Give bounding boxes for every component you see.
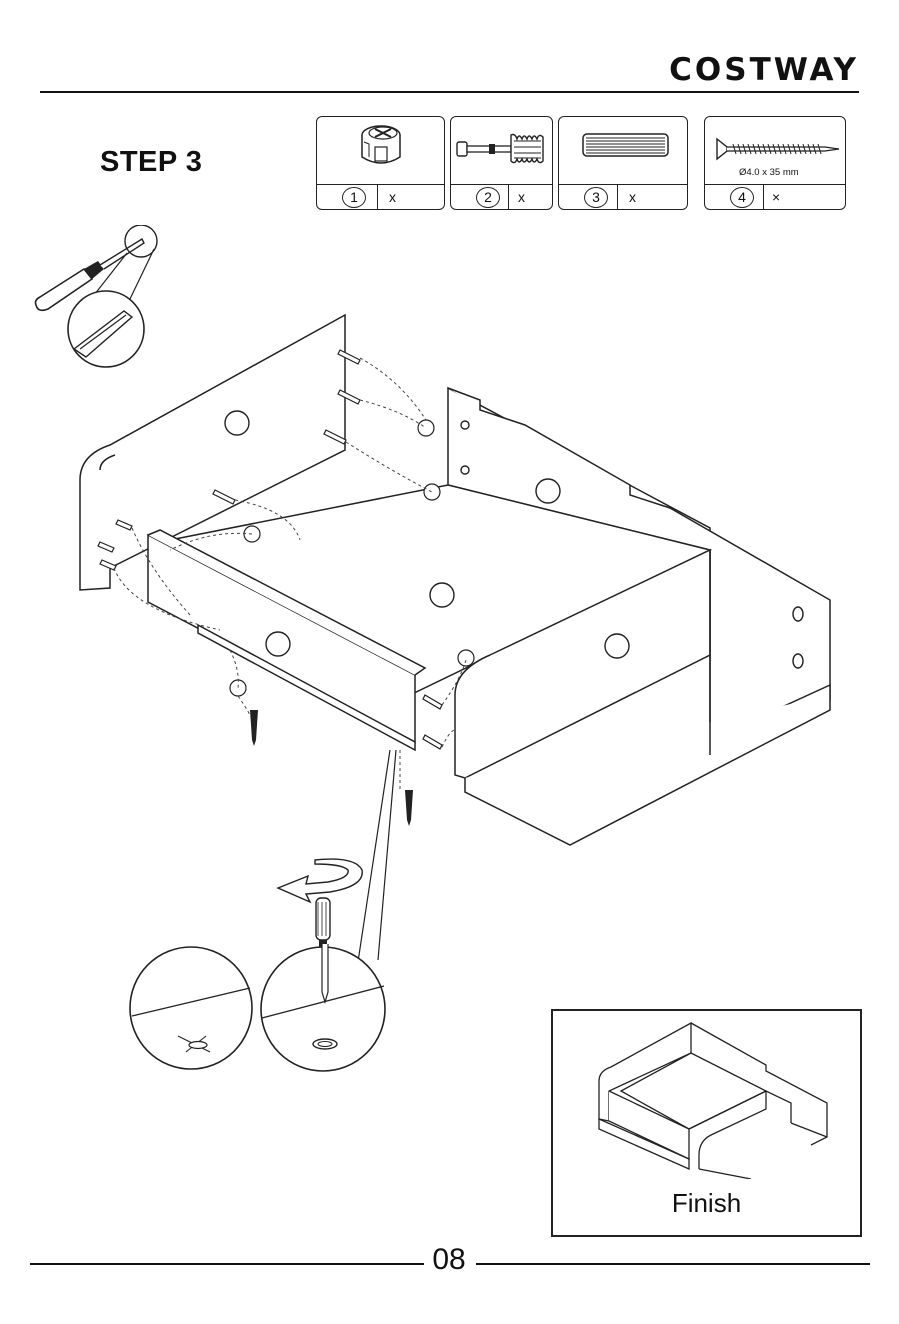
screw-icon: Ø4.0 x 35 mm [705,117,845,184]
part-card-1: 1 x [316,116,445,210]
part-quantity: x [629,189,636,205]
step-title: STEP 3 [100,146,202,179]
card-divider [451,184,552,185]
finish-label: Finish [553,1188,860,1219]
card-column-divider [617,184,618,209]
card-divider [559,184,687,185]
finish-preview: Finish [551,1009,862,1237]
page-number: 08 [425,1243,473,1277]
card-divider [705,184,845,185]
part-quantity: x [389,189,396,205]
finished-drawer-illustration [591,1019,837,1179]
part-card-2: 2 x [450,116,553,210]
detail-circle-after [258,944,388,1074]
card-divider [317,184,444,185]
part-quantity: × [772,189,780,205]
wooden-dowel-icon [559,117,687,184]
cam-bolt-icon [451,117,552,184]
part-number-badge: 1 [342,187,366,208]
header-rule [40,91,859,93]
part-quantity: x [518,189,525,205]
card-column-divider [508,184,509,209]
card-column-divider [377,184,378,209]
part-number-badge: 3 [584,187,608,208]
cam-lock-icon [317,117,444,184]
footer-rule-left [30,1263,424,1265]
part-number-badge: 2 [476,187,500,208]
part-card-4: Ø4.0 x 35 mm 4 × [704,116,846,210]
card-column-divider [763,184,764,209]
footer-rule-right [476,1263,870,1265]
screw-spec-label: Ø4.0 x 35 mm [739,167,799,178]
part-number-badge: 4 [730,187,754,208]
drawer-assembly-diagram [70,310,840,870]
part-card-3: 3 x [558,116,688,210]
detail-circle-before [128,944,254,1072]
brand-logo: COSTWAY [669,52,859,88]
